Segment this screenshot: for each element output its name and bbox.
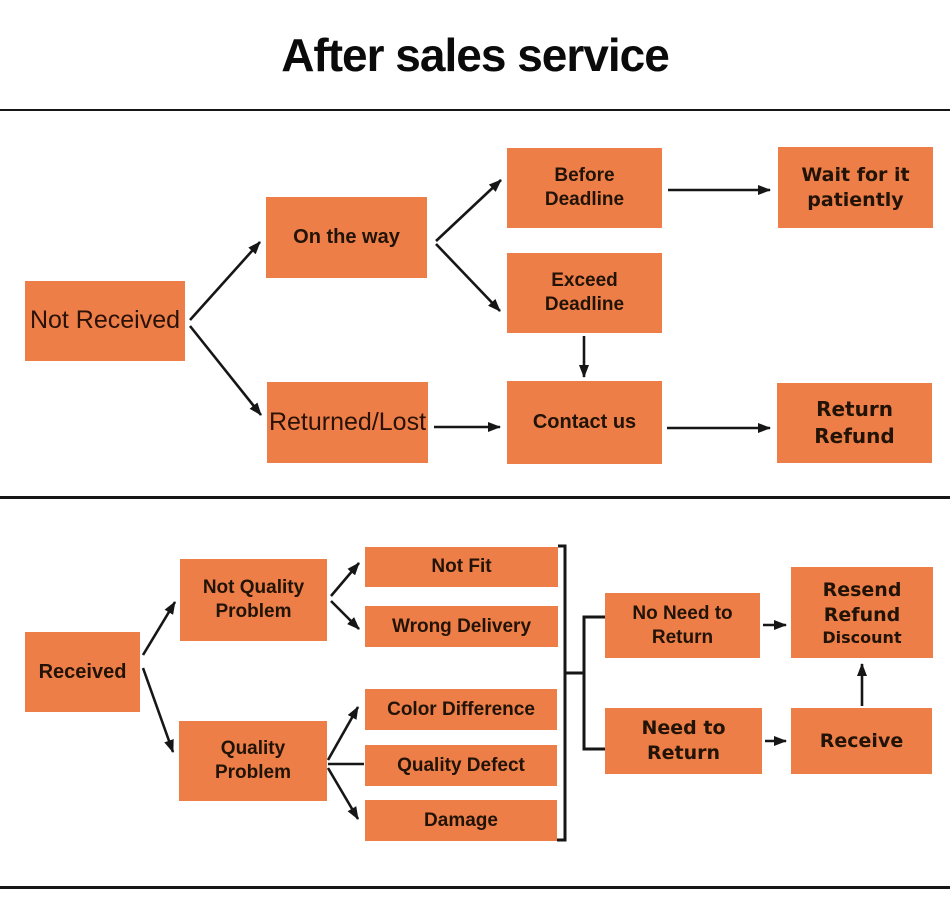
discount-label: Discount <box>822 627 902 647</box>
node-quality-defect: Quality Defect <box>365 745 557 786</box>
node-wait-for-it-patiently: Wait for it patiently <box>778 147 933 228</box>
node-on-the-way: On the way <box>266 197 427 278</box>
node-not-received: Not Received <box>25 281 185 361</box>
node-received: Received <box>25 632 140 712</box>
node-receive: Receive <box>791 708 932 774</box>
node-exceed-deadline: Exceed Deadline <box>507 253 662 333</box>
node-resend-refund-discount: Resend Refund Discount <box>791 567 933 658</box>
node-need-to-return: Need to Return <box>605 708 762 774</box>
node-return-refund: Return Refund <box>777 383 932 463</box>
node-returned-lost: Returned/Lost <box>267 382 428 463</box>
node-color-difference: Color Difference <box>365 689 557 730</box>
node-quality-problem: Quality Problem <box>179 721 327 801</box>
divider-top <box>0 109 950 111</box>
node-wrong-delivery: Wrong Delivery <box>365 606 558 647</box>
resend-refund-label: Resend Refund <box>822 579 902 626</box>
node-no-need-to-return: No Need to Return <box>605 593 760 658</box>
node-before-deadline: Before Deadline <box>507 148 662 228</box>
node-not-fit: Not Fit <box>365 547 558 587</box>
node-not-quality-problem: Not Quality Problem <box>180 559 327 641</box>
page-title: After sales service <box>281 29 670 81</box>
node-damage: Damage <box>365 800 557 841</box>
node-contact-us: Contact us <box>507 381 662 464</box>
divider-middle <box>0 496 950 499</box>
divider-bottom <box>0 886 950 889</box>
